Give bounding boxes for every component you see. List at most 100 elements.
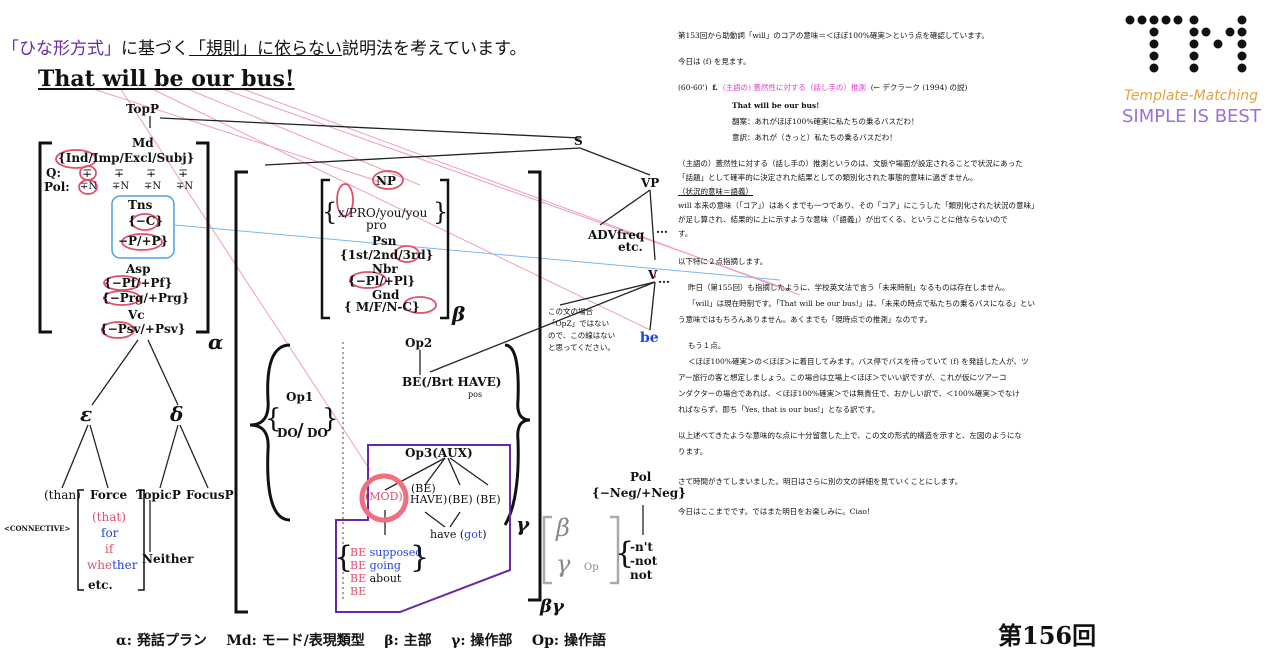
adv-etc: etc. xyxy=(618,240,643,254)
md-values: {Ind/Imp/Excl/Subj} xyxy=(58,151,195,165)
node-be: be xyxy=(640,330,659,346)
page-title: 「ひな形方式」に基づく「規則」に依らない説明法を考えています。 xyxy=(2,34,526,59)
have-got: have (got) xyxy=(430,528,487,541)
node-force: Force xyxy=(90,488,128,502)
tm-logo-icon xyxy=(1125,15,1247,73)
force-bracket xyxy=(77,489,84,591)
semi-aux-list: BE supposed BE going BE about BE xyxy=(350,546,423,598)
node-have: HAVE) xyxy=(410,493,448,506)
example-title: (主語の) 蓋然性に対する（話し手の）推測 xyxy=(722,83,866,92)
text-p10: 今日はここまでです。ではまた明日をお楽しみに。Ciao! xyxy=(678,507,870,516)
text-p5a: 昨日（第155回）も指摘したように、学校英文法で言う「未来時制」なるものは存在し… xyxy=(688,283,1010,292)
op1-brace xyxy=(249,343,291,522)
text-p3b: 「話題」として確率的に決定された結果としての類別化された事態的意味に過ぎません。 xyxy=(678,173,978,182)
legend-gamma: γ: 操作部 xyxy=(451,633,513,649)
text-p7b: アー旅行の客と想定しましょう。この場合は立場上＜ほぼ＞でいい訳ですが、これが仮に… xyxy=(678,373,1007,382)
node-v: V xyxy=(648,268,658,282)
title-part-explain: 説明法を考えています。 xyxy=(342,39,527,59)
label-q: Q: xyxy=(46,166,61,180)
etc-label: etc. xyxy=(88,578,113,592)
pos-label: pos xyxy=(468,390,483,399)
example-translation-1: 翻案：あれがほぼ100%確実に私たちの乗るバスだわ！ xyxy=(732,117,919,126)
pol-val-3: ∓N xyxy=(144,181,162,192)
node-vp: VP xyxy=(641,176,660,190)
legend-alpha: α: 発話プラン xyxy=(116,633,207,649)
conj-if: if xyxy=(105,542,114,556)
example-source: (← デクラーク (1994) の説) xyxy=(870,83,968,92)
text-p8a: 以上述べてきたような意味的な点に十分留意した上で、この文の形式的構造を示すと、左… xyxy=(678,431,1022,440)
word-will: will xyxy=(102,66,147,92)
nbr-values: {−Pl/+Pl} xyxy=(348,274,416,288)
legend-beta: β: 主部 xyxy=(384,633,432,649)
word-be: be xyxy=(154,66,184,92)
node-asp: Asp xyxy=(126,262,151,276)
pol-val-4: ∓N xyxy=(176,181,194,192)
example-label: (60-60') xyxy=(678,83,708,92)
note-line-3: ので、この線はない xyxy=(548,331,616,340)
op3-frame xyxy=(335,444,511,613)
text-p3e: が足し算され、結果的に上に示すような意味（「語義」）が出てくる、ということに他な… xyxy=(678,215,1008,224)
title-part-hinagata: 「ひな形方式」 xyxy=(2,39,121,59)
example-header: (60-60') f. (主語の) 蓋然性に対する（話し手の）推測 (← デクラ… xyxy=(678,83,968,92)
label-pol: Pol: xyxy=(44,180,70,194)
side-note: この文の場合 「OpZ」ではない ので、この線はない と思ってください。 xyxy=(548,306,615,354)
op1-do-2: DO xyxy=(307,426,328,440)
conj-for: for xyxy=(101,526,119,540)
text-p8b: ります。 xyxy=(678,447,708,456)
text-p2: 今日は (f) を見ます。 xyxy=(678,57,751,66)
node-tns: Tns xyxy=(128,198,153,212)
node-md: Md xyxy=(132,136,154,150)
text-p7c: ンダクターの場合であれば、＜ほぼ100%確実＞では無責任で、おかしい訳で、＜10… xyxy=(678,389,1020,398)
node-psn: Psn xyxy=(372,234,397,248)
node-be-brt-have: BE(/Brt HAVE) xyxy=(402,375,502,389)
tns-box xyxy=(111,195,175,259)
v-dots: … xyxy=(658,272,670,286)
word-our: our xyxy=(191,66,234,92)
label-connective: <CONNECTIVE> xyxy=(4,524,71,533)
node-vc: Vc xyxy=(128,308,145,322)
gamma-brace xyxy=(503,343,531,526)
example-translation-2: 意訳：あれが（きっと）私たちの乗るバスだわ！ xyxy=(732,133,897,142)
legend-md: Md: モード/表現類型 xyxy=(226,633,365,649)
vp-dots: … xyxy=(656,222,668,236)
betagamma-brackets xyxy=(234,170,542,614)
neg-values: {−Neg/+Neg} xyxy=(592,486,686,500)
gnd-values: { M/F/N-C} xyxy=(344,300,420,314)
highlight-circles xyxy=(55,149,437,523)
q-val-2: ∓ xyxy=(114,166,125,180)
q-val-1: ∓ xyxy=(82,166,93,180)
tree-lines xyxy=(61,116,656,552)
node-neither: Neither xyxy=(142,552,194,566)
label-epsilon: ε xyxy=(80,402,93,426)
node-pol2: Pol xyxy=(630,470,652,484)
node-be-0: (BE) xyxy=(411,482,436,495)
node-topp: TopP xyxy=(126,102,159,116)
legend-op: Op: 操作語 xyxy=(531,633,606,649)
conj-whether: whether xyxy=(87,558,138,572)
node-advfreq: ADVfreq xyxy=(588,228,645,242)
node-topicp: TopicP xyxy=(136,488,181,502)
vc-value: {−Psv/+Psv} xyxy=(100,322,186,336)
label-alpha: α xyxy=(208,330,224,354)
node-be-2: (BE) xyxy=(476,493,501,506)
text-p5c: う意味ではもちろんありません。あくまでも「現時点での推測」なのです。 xyxy=(678,315,933,324)
node-op3: Op3(AUX) xyxy=(405,446,473,460)
title-part-without: に依らない xyxy=(257,39,342,59)
node-s: S xyxy=(574,134,583,148)
q-val-4: ∓ xyxy=(178,166,189,180)
legend: α: 発話プラン Md: モード/表現類型 β: 主部 γ: 操作部 Op: 操… xyxy=(116,630,606,650)
op1-do-1: DO xyxy=(277,426,298,440)
tns-link-line xyxy=(174,224,781,281)
tns-value-1: {−C} xyxy=(128,214,164,228)
example-sentence: That will be our bus! xyxy=(38,66,295,92)
guide-lines xyxy=(89,87,801,471)
gray-beta: β xyxy=(556,514,570,542)
text-p3d: will 本来の意味（「コア」）はあくまでも一つであり、その「コア」にこうした「… xyxy=(678,201,1039,210)
neg-forms: -n't -not not xyxy=(630,540,658,582)
episode-number: 第156回 xyxy=(998,621,1097,650)
logo-line-2: SIMPLE IS BEST xyxy=(1122,106,1261,127)
np-pro: pro xyxy=(366,218,387,232)
q-val-3: ∓ xyxy=(146,166,157,180)
np-values: x/PRO/you/you xyxy=(338,206,428,220)
